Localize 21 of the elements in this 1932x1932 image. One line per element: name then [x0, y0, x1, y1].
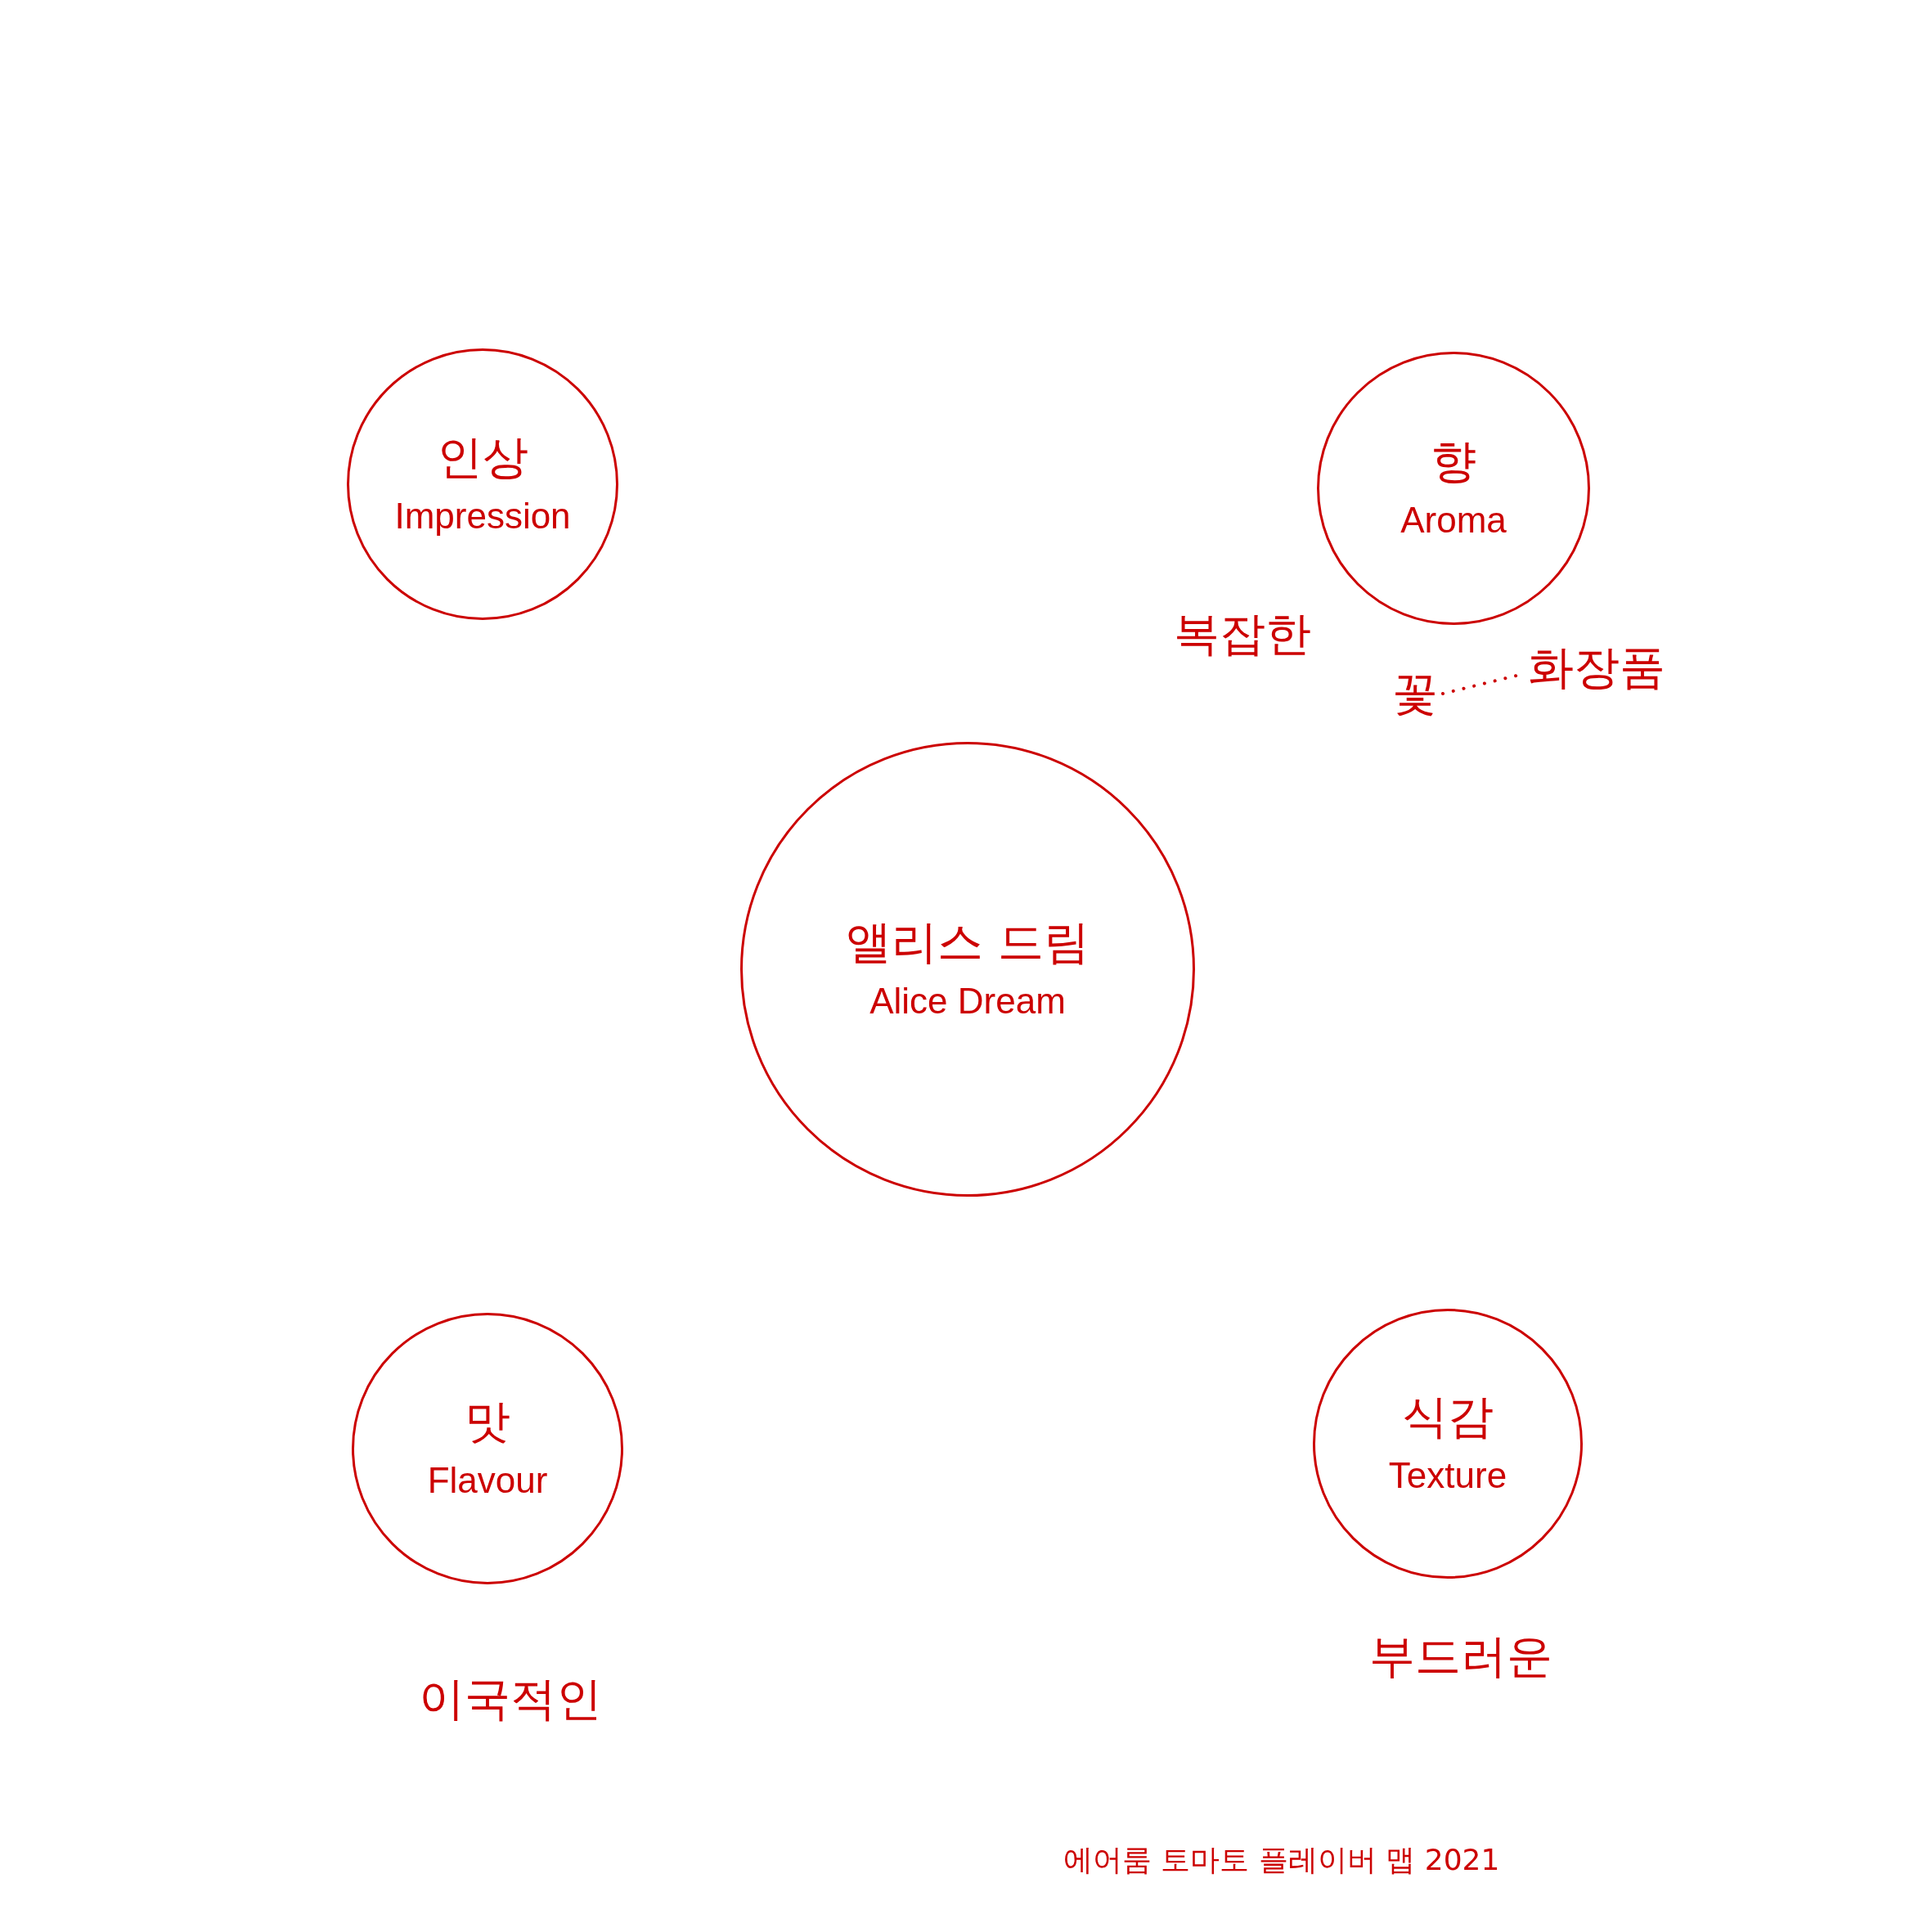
keyword-text: 꽃 [1387, 668, 1443, 719]
descriptor-text: 부드러운 [1369, 1631, 1552, 1682]
circle-title: 앨리스 드림 [846, 917, 1090, 968]
circle-title: 인상 [437, 432, 528, 483]
circle-subtitle: Flavour [427, 1460, 548, 1501]
category-circle [352, 1313, 623, 1584]
circle-title: 식감 [1402, 1391, 1494, 1442]
center-circle [740, 742, 1195, 1197]
category-circle [1313, 1309, 1583, 1579]
footer-note: 에어룸 토마토 플레이버 맵 2021 [1063, 1843, 1500, 1877]
descriptor-text: 이국적인 [419, 1674, 602, 1724]
descriptor-text: 복잡한 [1174, 609, 1311, 659]
category-circle [1317, 352, 1590, 625]
circle-subtitle: Impression [394, 496, 571, 537]
circle-subtitle: Aroma [1400, 500, 1507, 541]
category-circle [347, 348, 618, 620]
circle-subtitle: Texture [1388, 1455, 1507, 1496]
keyword-text: 화장품 [1523, 642, 1670, 693]
circle-title: 맛 [465, 1396, 510, 1447]
circle-subtitle: Alice Dream [869, 981, 1066, 1022]
circle-title: 향 [1431, 436, 1476, 487]
